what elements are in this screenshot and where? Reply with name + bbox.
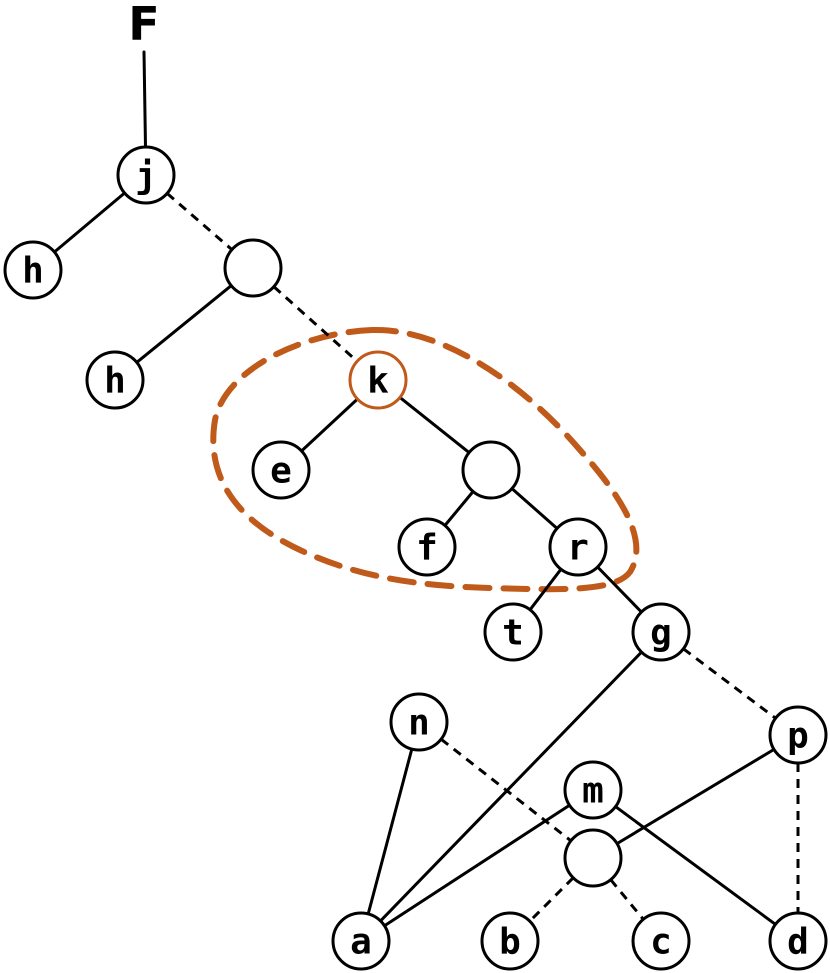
highlighted-subtree-region — [210, 326, 640, 593]
edge-n-a — [366, 747, 414, 916]
edge-g-p — [682, 647, 777, 720]
node-circle-p — [768, 705, 828, 765]
node-circle-e — [251, 440, 311, 500]
nodes-layer: j h h k e f r t g n p m a b c d — [3, 145, 828, 971]
node-label-k: k — [367, 361, 389, 402]
edge-k-e — [300, 397, 359, 453]
node-j: j — [116, 145, 176, 205]
node-n: n — [389, 692, 449, 752]
node-circle-h1 — [3, 240, 63, 300]
node-circle-t — [483, 602, 543, 662]
node-e: e — [251, 440, 311, 500]
node-circle-d — [768, 911, 828, 971]
edge-m-a — [383, 803, 571, 928]
node-label-b: b — [499, 922, 521, 963]
node-k: k — [348, 350, 408, 410]
edge-n-u3 — [440, 738, 572, 842]
edge-r-t — [528, 567, 563, 612]
node-d: d — [768, 911, 828, 971]
edges-layer — [52, 50, 800, 928]
node-t: t — [483, 602, 543, 662]
node-label-d: d — [787, 922, 809, 963]
node-label-c: c — [650, 922, 672, 963]
node-m: m — [563, 760, 623, 820]
edge-u1-h2 — [135, 284, 233, 364]
node-a: a — [331, 911, 391, 971]
node-label-g: g — [650, 613, 672, 654]
node-r: r — [548, 517, 608, 577]
node-circle-j — [116, 145, 176, 205]
edge-g-a — [379, 650, 643, 923]
node-h1: h — [3, 240, 63, 300]
node-circle-g — [631, 602, 691, 662]
edge-u2-f — [443, 490, 475, 527]
node-label-a: a — [350, 922, 372, 963]
edge-p-u3 — [615, 747, 776, 846]
node-circle-u1 — [223, 238, 283, 298]
node-label-t: t — [502, 613, 524, 654]
node-label-e: e — [270, 451, 292, 492]
node-label-f: f — [416, 528, 438, 569]
edge-r-g — [596, 565, 643, 614]
node-circle-m — [563, 760, 623, 820]
node-b: b — [480, 911, 540, 971]
edge-u1-k — [272, 285, 359, 363]
node-label-j: j — [135, 156, 157, 197]
edge-u2-r — [510, 487, 559, 530]
node-circle-h2 — [85, 350, 145, 410]
node-c: c — [631, 911, 691, 971]
edge-F-j — [142, 50, 147, 149]
node-circle-u2 — [461, 440, 521, 500]
node-circle-k — [348, 350, 408, 410]
edge-j-h1 — [52, 191, 127, 254]
node-label-h2: h — [104, 361, 126, 402]
node-p: p — [768, 705, 828, 765]
node-circle-n — [389, 692, 449, 752]
highlight-region-layer — [210, 326, 640, 593]
node-g: g — [631, 602, 691, 662]
node-circle-r — [548, 517, 608, 577]
edge-j-u1 — [166, 192, 233, 251]
node-circle-u3 — [563, 828, 623, 888]
node-label-r: r — [567, 528, 589, 569]
edge-u3-b — [528, 876, 575, 923]
node-circle-f — [397, 517, 457, 577]
node-label-m: m — [582, 771, 604, 812]
node-label-h1: h — [22, 251, 44, 292]
node-f: f — [397, 517, 457, 577]
node-u3 — [563, 828, 623, 888]
edge-m-d — [614, 805, 777, 926]
edge-u3-c — [609, 878, 645, 921]
node-circle-c — [631, 911, 691, 971]
edge-k-u2 — [398, 395, 471, 455]
node-h2: h — [85, 350, 145, 410]
node-label-n: n — [408, 703, 430, 744]
root-label: F — [128, 0, 159, 51]
node-circle-b — [480, 911, 540, 971]
node-label-p: p — [787, 716, 809, 757]
node-u1 — [223, 238, 283, 298]
node-u2 — [461, 440, 521, 500]
node-circle-a — [331, 911, 391, 971]
